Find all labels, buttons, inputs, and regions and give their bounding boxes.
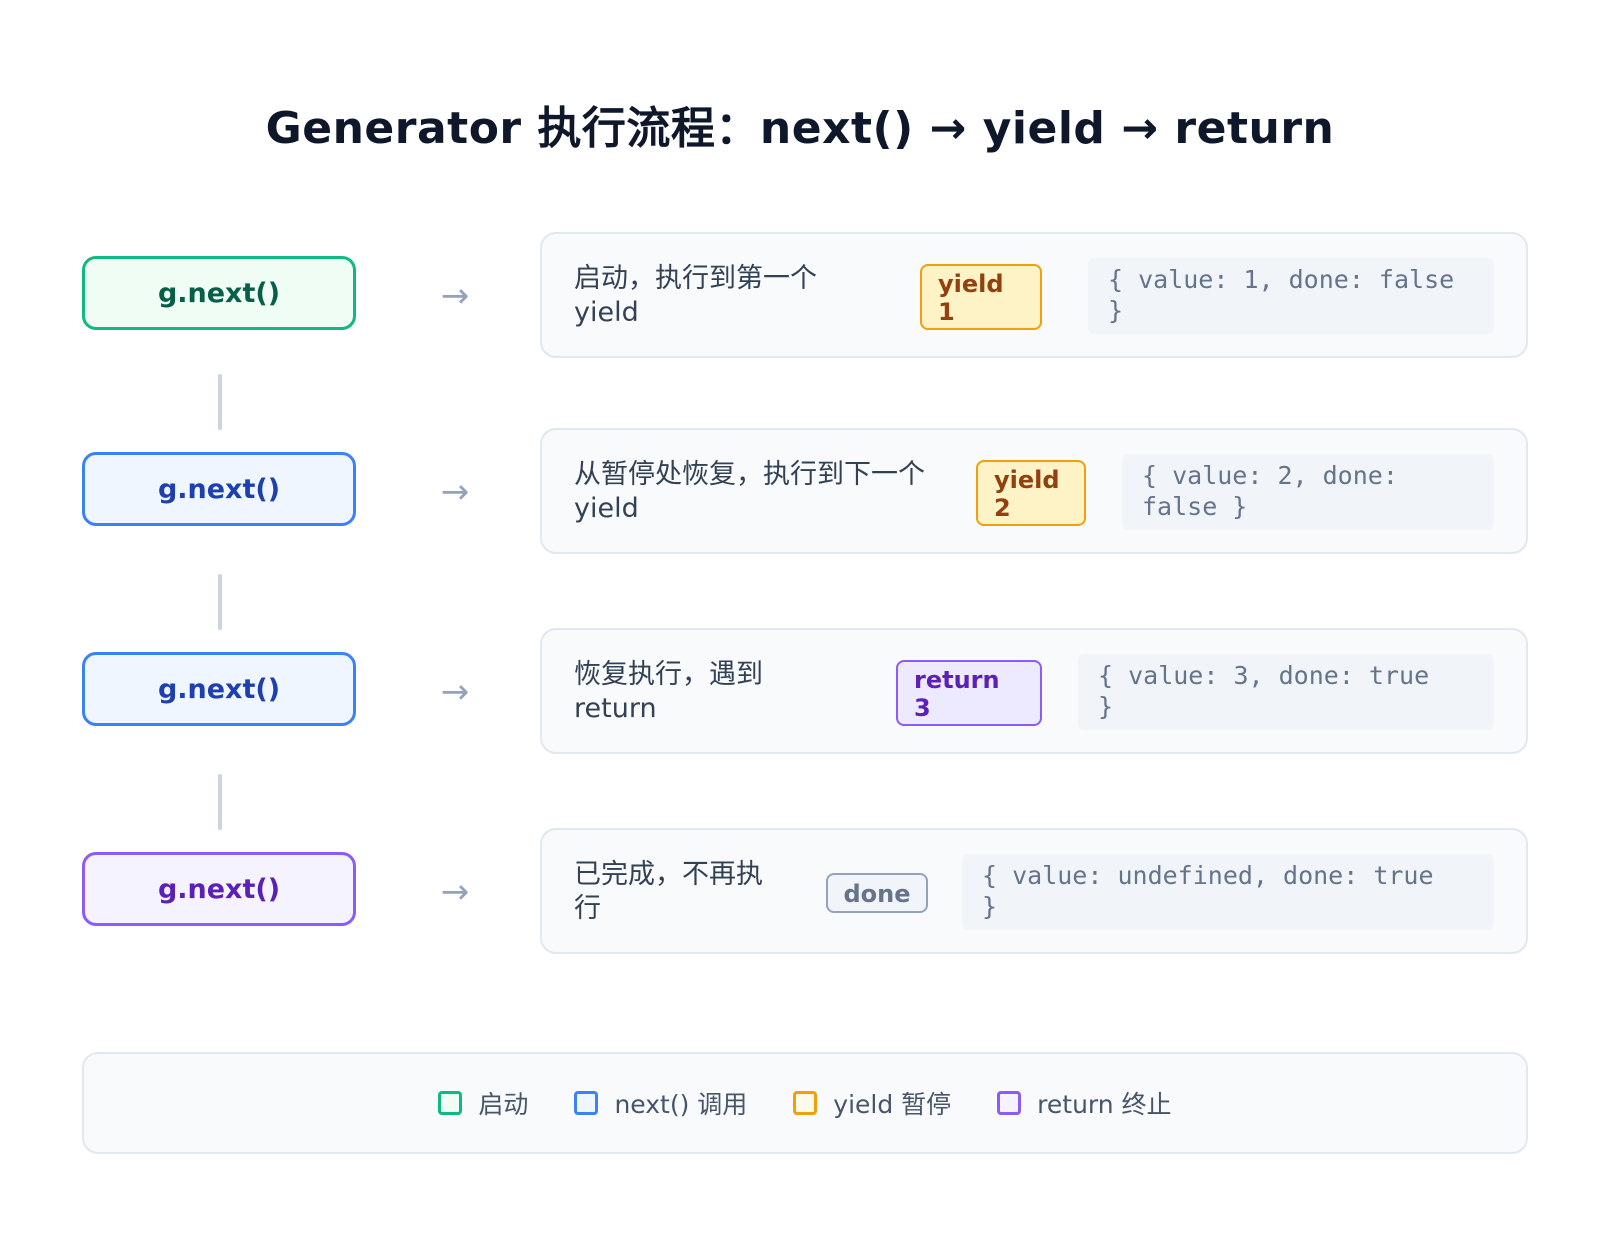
step-1-tag-line-1: yield [938,270,1004,298]
step-2-result-line-1: { value: 2, done: [1142,461,1398,490]
legend-item-yield: yield 暂停 [793,1085,951,1121]
step-2-tag-line-1: yield [994,466,1060,494]
step-2-call-label: g.next() [157,473,281,505]
step-1-result-line-1: { value: 1, done: false [1108,265,1455,294]
step-2-call-button[interactable]: g.next() [82,452,356,526]
step-2-result-line-2: false } [1142,492,1248,521]
step-3-card: 恢复执行，遇到 return return 3 { value: 3, done… [540,628,1528,754]
step-2-description: 从暂停处恢复，执行到下一个 yield [574,458,925,526]
legend-next-swatch-icon [574,1091,599,1115]
legend-return-swatch-icon [997,1091,1022,1115]
step-2-desc-line-2: yield [574,493,639,524]
step-4-done-badge: done [826,873,928,913]
step-2-card: 从暂停处恢复，执行到下一个 yield yield 2 { value: 2, … [540,428,1528,554]
step-1-result-line-2: } [1108,296,1124,325]
step-3-desc-line-2: return [574,693,657,724]
legend-item-start: 启动 [438,1085,528,1121]
step-4-call-label: g.next() [157,873,281,905]
step-2-result: { value: 2, done: false } [1122,454,1494,530]
step-1-description: 启动，执行到第一个 yield [574,262,817,330]
step-2-tag-line-2: 2 [994,494,1011,522]
legend-item-next-call: next() 调用 [574,1085,747,1121]
step-3-call-label: g.next() [157,673,281,705]
legend-yield-swatch-icon [793,1091,818,1115]
step-3-tag-line-2: 3 [914,694,931,722]
step-3-result-line-1: { value: 3, done: true [1098,661,1430,690]
legend-item-return: return 终止 [997,1085,1172,1121]
legend: 启动 next() 调用 yield 暂停 return 终止 [82,1052,1528,1154]
connector-line-3 [218,774,222,830]
step-4-description: 已完成，不再执 行 [574,858,763,926]
step-4-result: { value: undefined, done: true } [962,854,1494,930]
step-2-arrow-icon: → [440,472,470,512]
step-3-description: 恢复执行，遇到 return [574,658,763,726]
step-4-arrow-icon: → [440,872,470,912]
step-3-call-button[interactable]: g.next() [82,652,356,726]
step-3-result: { value: 3, done: true } [1078,654,1494,730]
step-3-return-badge: return 3 [896,660,1042,726]
step-4-card: 已完成，不再执 行 done { value: undefined, done:… [540,828,1528,954]
connector-line-2 [218,574,222,630]
step-1-desc-line-1: 启动，执行到第一个 [574,263,817,294]
step-4-result-line-1: { value: undefined, done: true [982,861,1434,890]
step-3-result-line-2: } [1098,692,1114,721]
step-1-card: 启动，执行到第一个 yield yield 1 { value: 1, done… [540,232,1528,358]
step-4-call-button[interactable]: g.next() [82,852,356,926]
step-1-arrow-icon: → [440,276,470,316]
step-2-yield-badge: yield 2 [976,460,1086,526]
step-4-desc-line-2: 行 [574,893,601,924]
step-3-arrow-icon: → [440,672,470,712]
legend-next-label: next() 调用 [614,1090,748,1119]
legend-return-label: return 终止 [1037,1090,1172,1119]
step-4-desc-line-1: 已完成，不再执 [574,859,763,890]
step-3-desc-line-1: 恢复执行，遇到 [574,659,763,690]
step-1-result: { value: 1, done: false } [1088,258,1494,334]
step-3-tag-line-1: return [914,666,1000,694]
legend-yield-label: yield 暂停 [833,1090,952,1119]
legend-start-label: 启动 [478,1090,529,1119]
page-title: Generator 执行流程：next() → yield → return [265,103,1335,154]
step-1-call-button[interactable]: g.next() [82,256,356,330]
step-2-desc-line-1: 从暂停处恢复，执行到下一个 [574,459,925,490]
legend-start-swatch-icon [438,1091,463,1115]
step-4-result-line-2: } [982,892,998,921]
step-1-desc-line-2: yield [574,297,639,328]
step-1-tag-line-2: 1 [938,298,955,326]
connector-line-1 [218,374,222,430]
step-1-yield-badge: yield 1 [920,264,1042,330]
step-1-call-label: g.next() [157,277,281,309]
